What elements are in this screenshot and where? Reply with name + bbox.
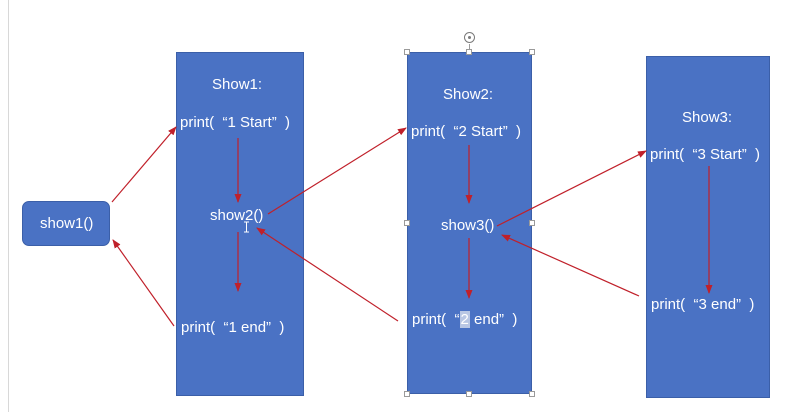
resize-handle-bottom[interactable] (466, 391, 472, 397)
show1-start-print: print( “1 Start” ) (180, 114, 291, 131)
rotate-handle-icon[interactable] (464, 32, 475, 43)
arrow-call-show1 (111, 126, 177, 203)
show2-end-suffix: end” ) (469, 311, 518, 328)
show1-call-box[interactable] (22, 201, 110, 246)
resize-handle-left[interactable] (404, 220, 410, 226)
show1-call-show2: show2() (210, 207, 264, 224)
resize-handle-bottom-left[interactable] (404, 391, 410, 397)
show1-call-label: show1() (40, 215, 94, 232)
show3-title: Show3: (682, 109, 733, 126)
resize-handle-top[interactable] (466, 49, 472, 55)
show2-start-print: print( “2 Start” ) (411, 123, 522, 140)
show1-end-print: print( “1 end” ) (181, 319, 285, 336)
show2-end-highlight: 2 (459, 311, 470, 328)
arrow-call-show2 (267, 127, 407, 215)
page-margin-line (8, 0, 9, 412)
show1-title: Show1: (212, 76, 263, 93)
arrow-return-show1 (112, 239, 175, 327)
resize-handle-bottom-right[interactable] (529, 391, 535, 397)
show1-function-box[interactable] (176, 52, 304, 396)
arrow-return-show3 (501, 234, 640, 297)
arrow-return-show2 (256, 227, 399, 322)
arrow-call-show3 (496, 150, 647, 227)
rotate-handle-stem (469, 44, 470, 52)
show2-title: Show2: (443, 86, 494, 103)
show3-end-print: print( “3 end” ) (651, 296, 755, 313)
show2-end-print: print( “2 end” ) (412, 311, 517, 328)
show2-end-prefix: print( “ (412, 311, 460, 328)
resize-handle-top-right[interactable] (529, 49, 535, 55)
resize-handle-top-left[interactable] (404, 49, 410, 55)
show3-function-box[interactable] (646, 56, 770, 398)
show3-start-print: print( “3 Start” ) (650, 146, 761, 163)
resize-handle-right[interactable] (529, 220, 535, 226)
show2-call-show3: show3() (441, 217, 495, 234)
